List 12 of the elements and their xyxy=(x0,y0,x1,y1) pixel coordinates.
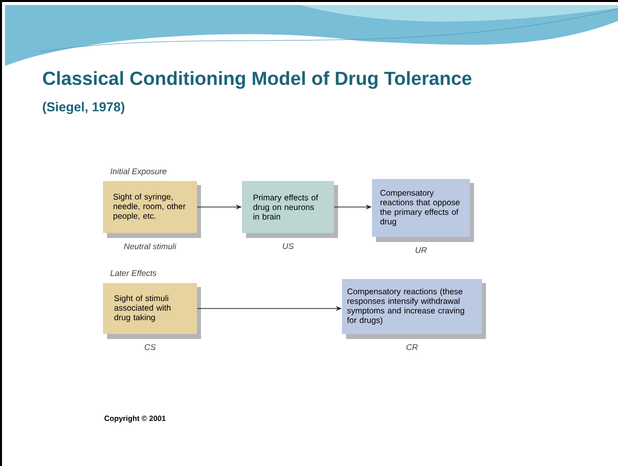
stimulus-caption: CS xyxy=(144,344,156,350)
stimulus-box: Primary effects of drug on neurons in brain xyxy=(242,180,334,233)
subtitle: (Siegel, 1978) xyxy=(42,102,124,114)
stimulus-caption: UR xyxy=(416,247,427,253)
slide-title: Classical Conditioning Model of Drug Tolerance xyxy=(43,71,472,89)
stimulus-caption: US xyxy=(282,243,294,250)
stimulus-box: Sight of syringe, needle, room, other people, etc. xyxy=(103,180,197,233)
stimulus-box: Compensatory reactions (these responses intensify withdrawal symptoms and increase craving for drugs) xyxy=(342,278,482,334)
stimulus-box: Sight of stimuli associated with drug taking xyxy=(103,282,197,334)
stimulus-caption: Neutral stimuli xyxy=(124,243,176,250)
stimulus-caption: CR xyxy=(406,344,418,350)
stimulus-box: Compensatory reactions that oppose the primary effects of drug xyxy=(372,178,470,237)
